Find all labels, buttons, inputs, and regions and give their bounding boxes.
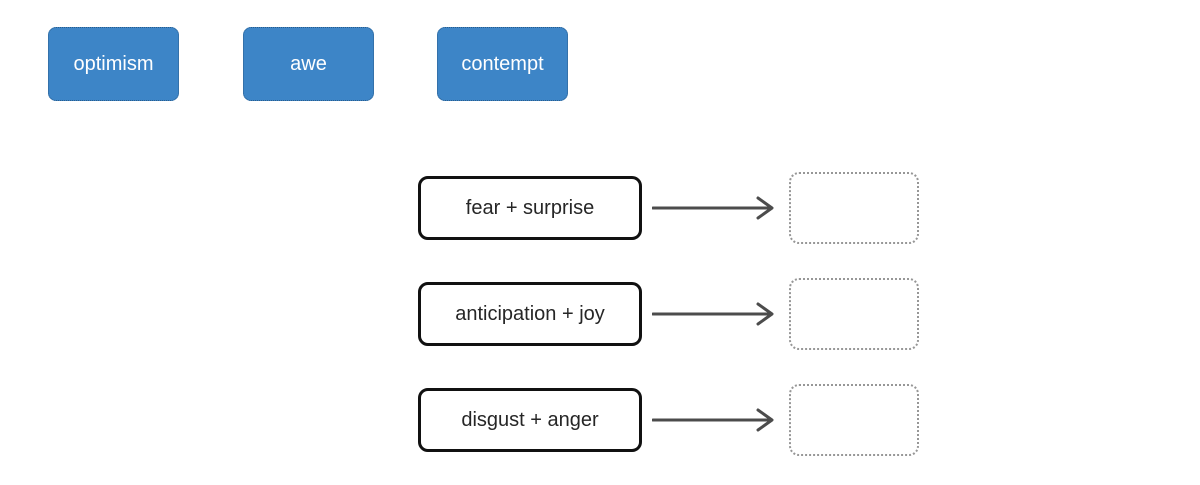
match-row-anticipation-joy: anticipation + joy bbox=[418, 278, 919, 350]
arrow-right-icon bbox=[651, 196, 773, 220]
chip-contempt[interactable]: contempt bbox=[437, 27, 568, 101]
match-row-disgust-anger: disgust + anger bbox=[418, 384, 919, 456]
dropzone[interactable] bbox=[789, 278, 919, 350]
prompt-box: anticipation + joy bbox=[418, 282, 642, 346]
prompt-label: disgust + anger bbox=[461, 408, 599, 431]
prompt-box: fear + surprise bbox=[418, 176, 642, 240]
prompt-box: disgust + anger bbox=[418, 388, 642, 452]
match-row-fear-surprise: fear + surprise bbox=[418, 172, 919, 244]
prompt-label: anticipation + joy bbox=[455, 302, 605, 325]
chip-optimism[interactable]: optimism bbox=[48, 27, 179, 101]
prompt-label: fear + surprise bbox=[465, 196, 595, 219]
chip-awe[interactable]: awe bbox=[243, 27, 374, 101]
dropzone[interactable] bbox=[789, 172, 919, 244]
arrow-right-icon bbox=[651, 302, 773, 326]
arrow-right-icon bbox=[651, 408, 773, 432]
dropzone[interactable] bbox=[789, 384, 919, 456]
